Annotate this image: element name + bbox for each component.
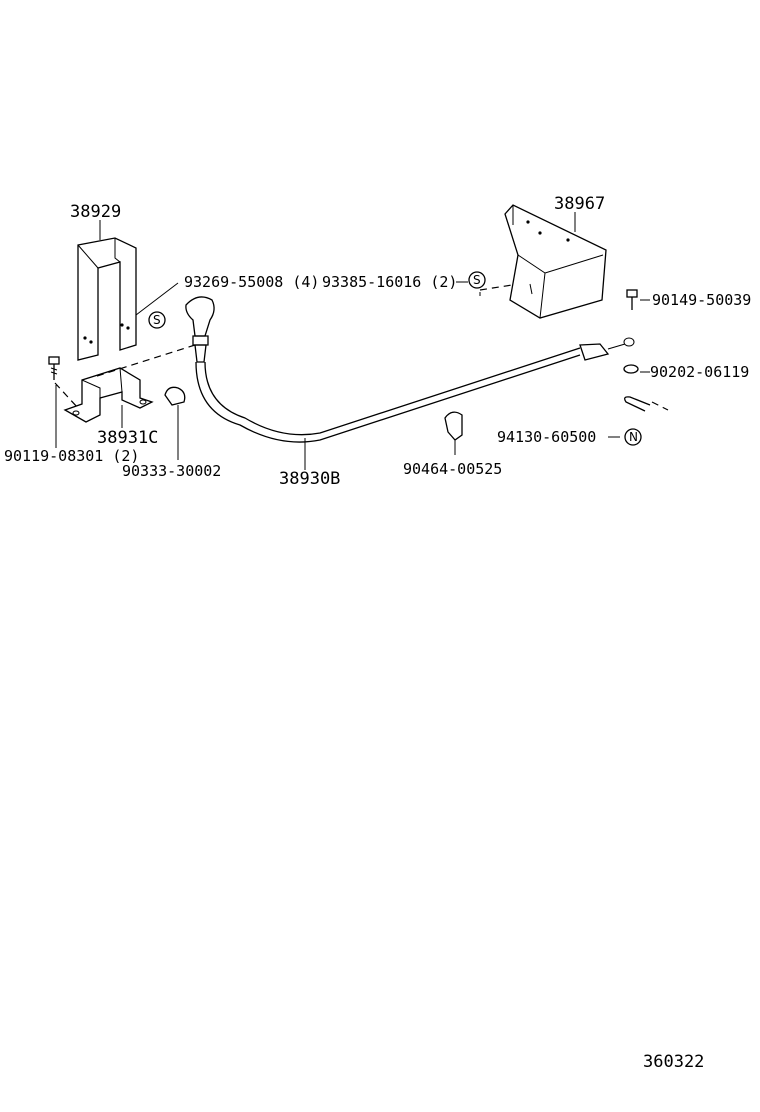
bracket-38967 [479,204,607,319]
label-90119-08301: 90119-08301 (2) [4,447,139,465]
cable-38930b [185,296,635,470]
bracket-38929 [77,220,137,361]
label-38930b: 38930B [279,469,340,489]
pin-94130-icon [608,396,669,438]
bolt-90119-icon [48,356,79,448]
label-38929: 38929 [70,202,121,222]
washer-90202-icon [623,364,650,374]
label-38931c: 38931C [97,428,158,448]
label-94130-60500: 94130-60500 [497,428,596,446]
label-90464-00525: 90464-00525 [403,460,502,478]
n-symbol-label: N [629,430,638,444]
clip-90464-icon [444,411,463,455]
s-symbol-label: S [153,313,161,327]
label-90149-50039: 90149-50039 [652,291,751,309]
label-38967: 38967 [554,194,605,214]
s-symbol-icon [468,271,486,289]
knob-90333-icon [164,386,186,460]
label-90333-30002: 90333-30002 [122,462,221,480]
n-symbol-icon [624,428,642,446]
label-93385-16016: 93385-16016 (2) [322,273,457,291]
s-symbol-icon [148,311,166,329]
s-symbol-label: S [473,273,481,287]
label-93269-55008: 93269-55008 (4) [184,273,319,291]
figure-number: 360322 [643,1052,704,1072]
label-90202-06119: 90202-06119 [650,363,749,381]
bolt-90149-icon [626,289,650,310]
bracket-38931c [63,344,196,428]
